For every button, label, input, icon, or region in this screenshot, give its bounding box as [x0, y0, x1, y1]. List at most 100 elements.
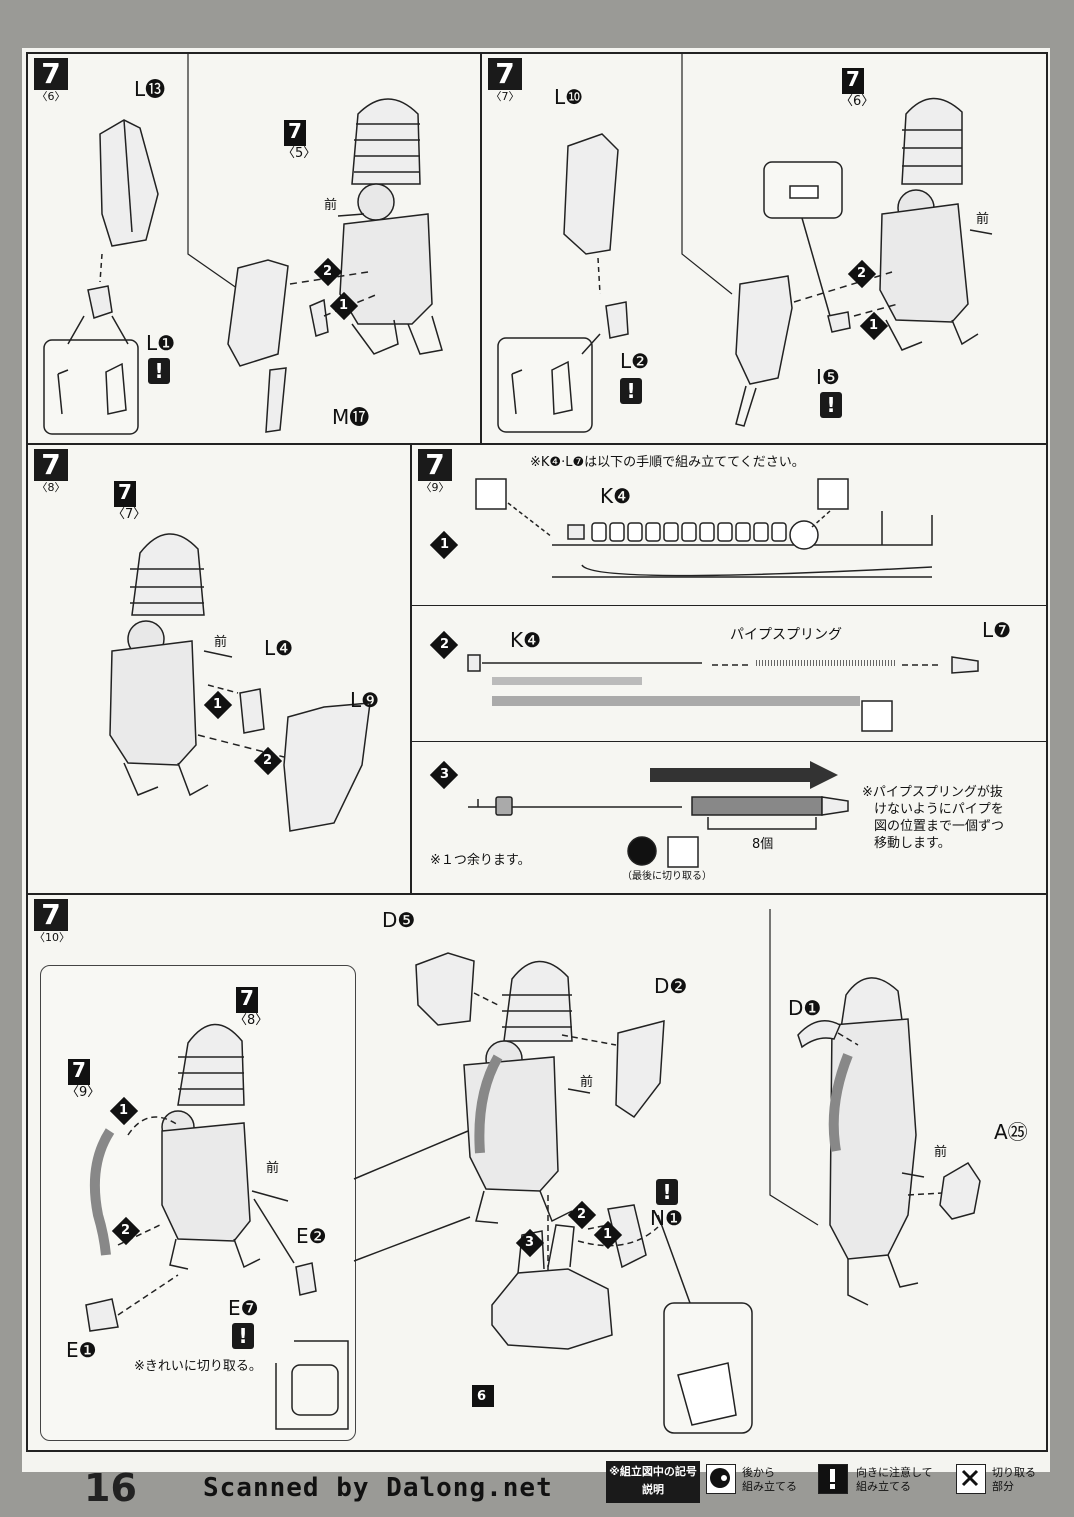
side-note-line-2: けないようにパイプを — [874, 802, 1004, 817]
front-label: 前 — [324, 198, 338, 213]
arrow-1-label: 1 — [339, 298, 349, 313]
clean-cut-note: ※きれいに切り取る。 — [134, 1359, 262, 1374]
dot-circle-icon — [706, 1464, 736, 1494]
arrow-2-label: 2 — [857, 266, 867, 281]
part-label-d5: D❺ — [382, 908, 416, 932]
cut-last-note: （最後に切り取る） — [622, 871, 712, 882]
caution-icon: ! — [656, 1179, 678, 1205]
step-7-7-illustration — [497, 54, 993, 433]
step-ref-sub: 〈6〉 — [840, 94, 875, 109]
scanner-credit: Scanned by Dalong.net — [203, 1473, 553, 1503]
step-ref-badge: 7 — [236, 987, 258, 1013]
row-divider — [412, 741, 1046, 742]
part-label-d2: D❷ — [654, 974, 688, 998]
step-ref-sub: 〈9〉 — [66, 1085, 101, 1100]
nipper-icon — [956, 1464, 986, 1494]
step-7-8-panel: 7 〈8〉 7 〈7〉 前 1 2 L❹ L❾ — [26, 443, 414, 895]
step-badge: 7 〈9〉 — [418, 449, 452, 494]
count-label: 8個 — [752, 837, 774, 852]
front-label: 前 — [266, 1161, 280, 1176]
step-ref-sub: 〈8〉 — [234, 1013, 269, 1028]
arrow-1-label: 1 — [869, 318, 879, 333]
step-ref-sub: 〈7〉 — [112, 507, 147, 522]
arrow-2-label: 2 — [323, 264, 333, 279]
part-label-d1: D❶ — [788, 996, 822, 1020]
side-note-line-1: ※パイプスプリングが抜 — [862, 785, 1003, 800]
arrow-2-label: 2 — [577, 1207, 587, 1222]
arrow-1-label: 1 — [119, 1103, 129, 1118]
step-badge: 7 〈8〉 — [34, 449, 68, 494]
row-3-number: 3 — [440, 767, 450, 782]
part-label-l4: L❹ — [264, 636, 294, 660]
part-label-l13: L⓭ — [134, 77, 166, 101]
step-ref-badge: 7 — [68, 1059, 90, 1085]
part-label-i5: I❺ — [816, 365, 840, 389]
step-7-7-panel: 7 〈7〉 — [480, 52, 1048, 445]
page-number: 16 — [84, 1466, 137, 1510]
step-substep: 〈9〉 — [420, 481, 450, 494]
step-number: 7 — [418, 449, 452, 481]
part-label-e1: E❶ — [66, 1338, 97, 1362]
legend-text-cut-part: 切り取る 部分 — [992, 1466, 1036, 1493]
step-7-6-illustration — [43, 54, 443, 435]
part-label-l1: L❶ — [146, 331, 176, 355]
caution-icon: ! — [820, 392, 842, 418]
part-label-e7: E❼ — [228, 1296, 259, 1320]
row-2-number: 2 — [440, 637, 450, 652]
step-ref-badge: 7 — [842, 68, 864, 94]
step-ref-sub: 〈5〉 — [282, 146, 317, 161]
arrow-1-label: 1 — [603, 1227, 613, 1242]
step-ref-badge: 7 — [284, 120, 306, 146]
part-label-k4: K❹ — [600, 484, 632, 508]
row-divider — [412, 605, 1046, 606]
step-number: 7 — [34, 899, 68, 931]
legend-title: ※組立図中の記号説明 — [606, 1461, 700, 1503]
step-7-6-panel: 7 〈6〉 — [26, 52, 482, 445]
step-number: 7 — [34, 58, 68, 90]
part-label-l7: L❼ — [982, 618, 1012, 642]
legend-text-mind-direction: 向きに注意して 組み立てる — [856, 1466, 933, 1493]
step-7-10-panel: 7 〈10〉 — [26, 893, 1048, 1452]
remain-note: ※１つ余ります。 — [430, 853, 531, 868]
step-7-9-panel: 7 〈9〉 ※K❹·L❼は以下の手順で組み立ててください。 — [410, 443, 1048, 895]
step-substep: 〈7〉 — [490, 90, 520, 103]
legend-text-assemble-later: 後から 組み立てる — [742, 1466, 797, 1493]
part-label-k4: K❹ — [510, 628, 542, 652]
arrow-3-label: 3 — [525, 1235, 535, 1250]
pipe-spring-label: パイプスプリング — [730, 627, 842, 643]
step-ref-badge: 7 — [114, 481, 136, 507]
step-substep: 〈8〉 — [36, 481, 66, 494]
step-7-8-illustration — [109, 533, 371, 832]
step-number: 7 — [488, 58, 522, 90]
part-box-number: 6 — [477, 1389, 487, 1404]
step-substep: 〈10〉 — [34, 931, 70, 944]
caution-icon: ! — [620, 378, 642, 404]
assembly-note: ※K❹·L❼は以下の手順で組み立ててください。 — [530, 455, 805, 470]
part-label-e2: E❷ — [296, 1224, 327, 1248]
part-label-m17: M⓱ — [332, 405, 370, 429]
front-label: 前 — [976, 212, 990, 227]
caution-icon: ! — [232, 1323, 254, 1349]
front-label: 前 — [580, 1075, 594, 1090]
side-note-line-3: 図の位置まで一個ずつ — [874, 819, 1005, 834]
arrow-2-label: 2 — [121, 1223, 131, 1238]
front-label: 前 — [214, 635, 228, 650]
part-label-n1: N❶ — [650, 1206, 683, 1230]
exclamation-icon — [818, 1464, 848, 1494]
arrow-2-label: 2 — [263, 753, 273, 768]
part-label-l10: L❿ — [554, 85, 584, 109]
step-badge: 7 〈6〉 — [34, 58, 68, 103]
part-label-l2: L❷ — [620, 349, 650, 373]
step-badge: 7 〈10〉 — [34, 899, 70, 944]
row-1-number: 1 — [440, 537, 450, 552]
caution-icon: ! — [148, 358, 170, 384]
front-label: 前 — [934, 1145, 948, 1160]
arrow-1-label: 1 — [213, 697, 223, 712]
step-badge: 7 〈7〉 — [488, 58, 522, 103]
pipe-assembly-illustration — [429, 478, 979, 868]
part-label-a25: A㉕ — [994, 1120, 1028, 1144]
side-note-line-4: 移動します。 — [874, 836, 951, 851]
step-7-10-illustration — [85, 909, 981, 1434]
part-label-l9: L❾ — [350, 688, 380, 712]
step-number: 7 — [34, 449, 68, 481]
